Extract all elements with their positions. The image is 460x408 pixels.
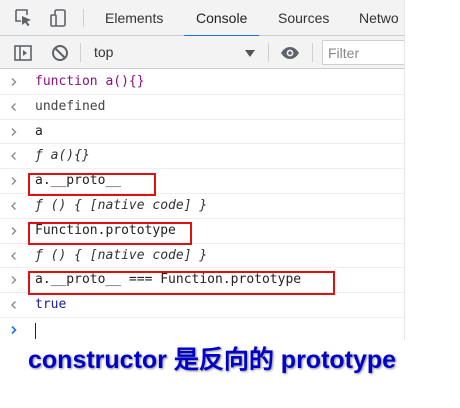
tab-network[interactable]: Netwo: [359, 10, 399, 26]
console-output-text[interactable]: ƒ () { [native code] }: [35, 247, 208, 263]
highlight-box: [28, 222, 192, 245]
output-arrow-icon: [9, 194, 25, 218]
context-selector-value: top: [94, 44, 114, 60]
prompt-chevron-icon: [9, 318, 25, 340]
console-output-text[interactable]: ƒ a(){}: [35, 148, 90, 164]
console-input-text: a.__proto__ === Function.prototype: [35, 272, 302, 288]
console-output-row: ƒ a(){}: [0, 144, 404, 170]
output-arrow-icon: [9, 95, 25, 119]
console-output-text: true: [35, 297, 67, 313]
console-input-text: Function.prototype: [35, 222, 176, 238]
input-chevron-icon: [9, 219, 25, 243]
toolbar-separator: [268, 43, 269, 62]
console-input-text: function a(){}: [35, 74, 145, 89]
console-input-row: function a(){}: [0, 70, 404, 95]
toolbar-separator: [80, 43, 81, 62]
console-prompt[interactable]: [0, 318, 404, 340]
filter-input[interactable]: [322, 40, 404, 65]
highlight-box: [28, 271, 335, 295]
console-output-text[interactable]: ƒ () { [native code] }: [35, 197, 208, 213]
input-chevron-icon: [9, 120, 25, 144]
tab-bar-separator: [83, 9, 84, 27]
dropdown-arrow-icon[interactable]: [245, 50, 255, 57]
console-input-text: a: [35, 123, 43, 139]
highlight-box: [28, 173, 156, 196]
input-chevron-icon: [9, 70, 25, 94]
output-arrow-icon: [9, 293, 25, 317]
text-caret: [35, 322, 36, 339]
output-arrow-icon: [9, 144, 25, 168]
input-chevron-icon: [9, 169, 25, 193]
tab-elements[interactable]: Elements: [105, 10, 164, 26]
console-output-text: undefined: [35, 98, 106, 114]
console-input-text: a.__proto__: [35, 173, 122, 189]
clear-console-icon[interactable]: [50, 43, 70, 63]
console-output: function a(){} undefined a ƒ a(){} a.__p…: [0, 70, 404, 340]
console-output-row: ƒ () { [native code] }: [0, 244, 404, 269]
eye-icon[interactable]: [280, 43, 300, 63]
devtools-panel: Elements Console Sources Netwo top: [0, 0, 405, 340]
console-input-row: a.__proto__ === Function.prototype: [0, 268, 404, 294]
output-arrow-icon: [9, 244, 25, 268]
toolbar-separator: [312, 43, 313, 62]
tab-sources[interactable]: Sources: [278, 10, 330, 26]
input-chevron-icon: [9, 268, 25, 292]
console-input-row: Function.prototype: [0, 219, 404, 244]
console-toolbar: top: [0, 36, 404, 69]
devtools-tab-bar: Elements Console Sources Netwo: [0, 0, 404, 37]
console-output-row: undefined: [0, 95, 404, 120]
sidebar-toggle-icon[interactable]: [13, 43, 33, 63]
device-toolbar-icon[interactable]: [49, 8, 69, 28]
console-input-row: a.__proto__: [0, 169, 404, 194]
console-input-row: a: [0, 120, 404, 145]
inspect-element-icon[interactable]: [14, 8, 34, 28]
caption-text: constructor 是反向的 prototype: [28, 346, 397, 374]
console-output-row: true: [0, 293, 404, 318]
context-selector[interactable]: top: [84, 40, 262, 65]
tab-console[interactable]: Console: [183, 0, 260, 37]
console-output-row: ƒ () { [native code] }: [0, 194, 404, 219]
